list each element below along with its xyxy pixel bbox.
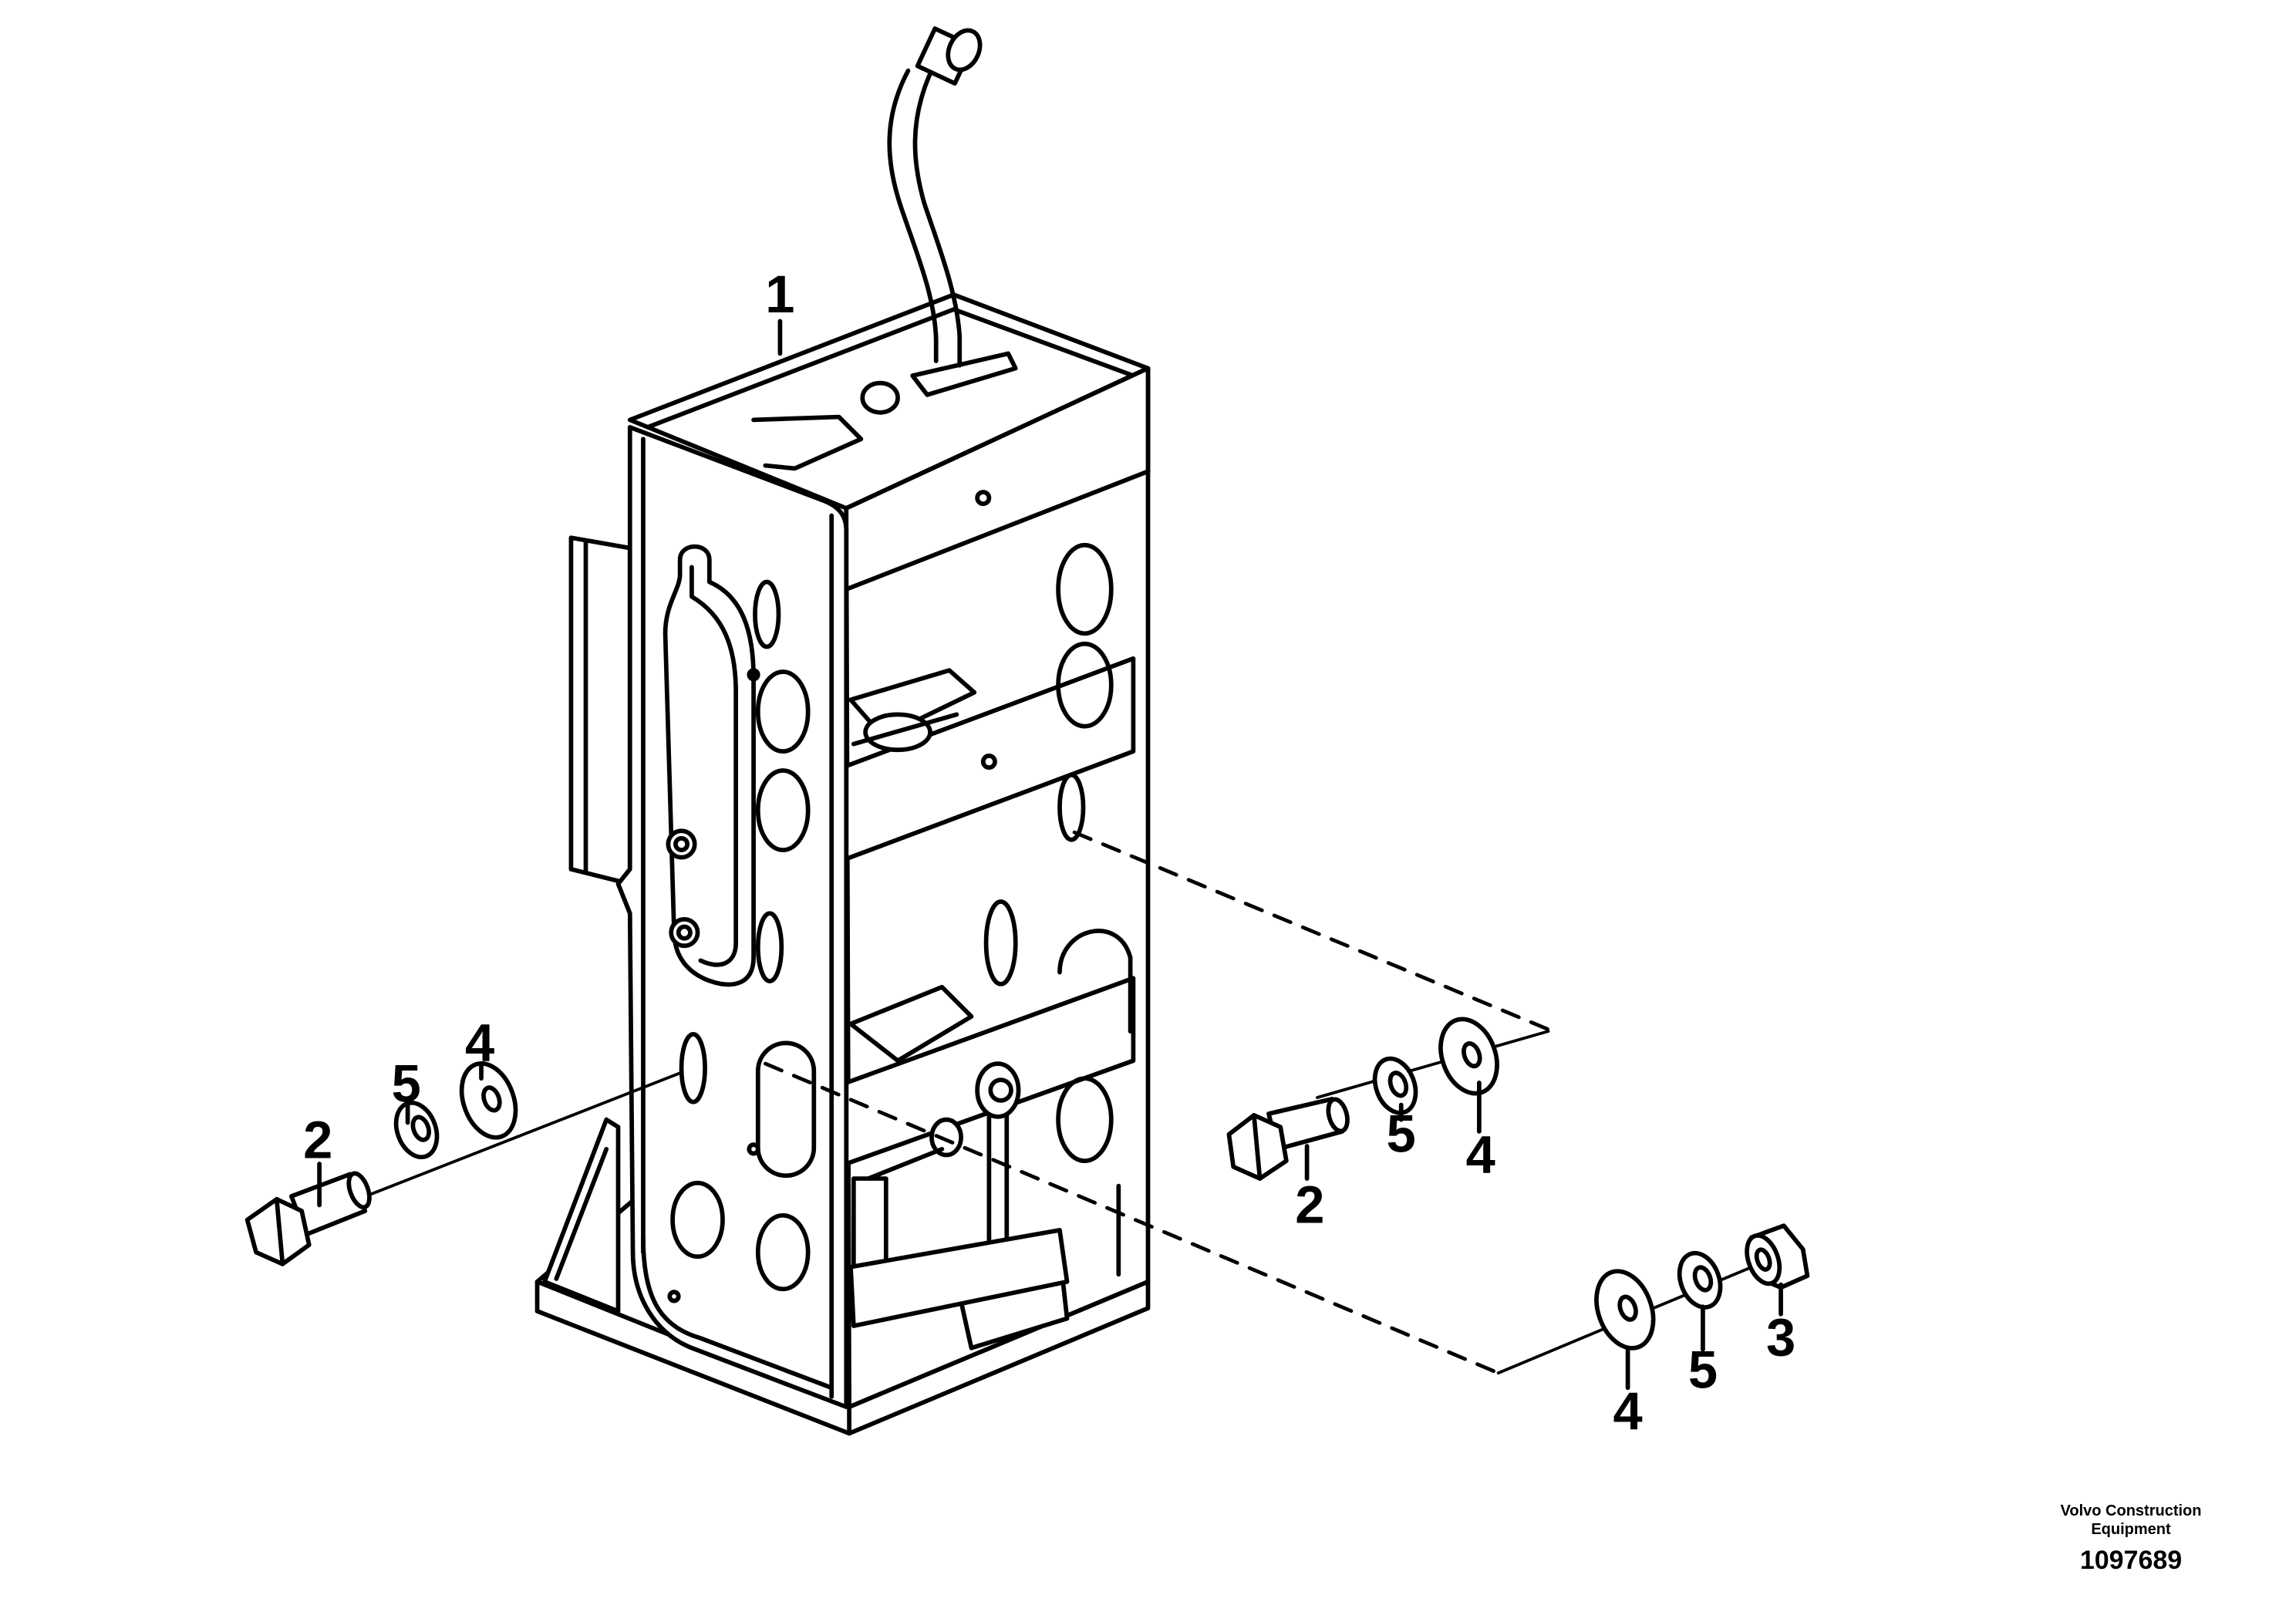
left-small-washer-hole xyxy=(410,1114,432,1142)
callout-left-bolt: 2 xyxy=(303,1110,332,1169)
actuator-base xyxy=(848,1228,1070,1328)
back-hole-3 xyxy=(1056,1076,1114,1164)
front-slot-mid xyxy=(755,911,784,983)
hose-fitting-nut xyxy=(946,28,983,73)
drawing-title-block: Volvo Construction Equipment 1097689 xyxy=(2015,1502,2247,1577)
top-clip xyxy=(860,380,900,415)
left-large-washer xyxy=(459,1061,518,1140)
callout-nut: 3 xyxy=(1766,1307,1795,1367)
right-center-line xyxy=(1316,1030,1550,1099)
callout-lower-large-washer: 4 xyxy=(1613,1381,1643,1441)
front-hole-3 xyxy=(670,1180,725,1259)
pedal-bolt-upper xyxy=(666,828,697,860)
inner-bracket-lower xyxy=(848,984,974,1064)
callout-left-large-washer: 4 xyxy=(465,1013,494,1072)
pedal-bolt-upper-center xyxy=(673,835,690,852)
left-large-washer-hole xyxy=(481,1085,502,1113)
lower-hardware-group xyxy=(1496,1223,1810,1391)
callout-lower-small-washer: 5 xyxy=(1688,1340,1718,1399)
top-flange-hole xyxy=(975,490,992,507)
housing-top-lip xyxy=(645,307,1136,430)
linkage-rod xyxy=(986,1095,1010,1247)
middle-bar-hole xyxy=(980,754,997,771)
front-hole-4 xyxy=(755,1212,811,1292)
callout-right-bolt: 2 xyxy=(1295,1175,1324,1234)
pedal-housing-assembly xyxy=(534,26,1151,1436)
lower-nut-hole xyxy=(1754,1247,1772,1272)
lower-large-washer xyxy=(1594,1269,1656,1351)
back-hole-1 xyxy=(1056,542,1114,636)
rod-lever xyxy=(866,1146,945,1181)
front-slot-top xyxy=(753,579,781,649)
right-small-washer-hole xyxy=(1387,1071,1409,1098)
rod-pivot xyxy=(929,1117,964,1158)
drawing-number: 1097689 xyxy=(2079,1546,2183,1575)
pedal-slot xyxy=(663,544,756,987)
pedal-bolt-lower xyxy=(669,917,700,949)
inner-shaft-upper xyxy=(851,712,959,747)
top-hose-grommet xyxy=(910,351,1018,397)
assembly-line-upper xyxy=(1072,830,1555,1034)
front-hole-2 xyxy=(755,768,811,852)
housing-front-face xyxy=(615,425,849,1409)
lower-nut-face xyxy=(1745,1233,1782,1286)
front-pin-hole-1 xyxy=(747,668,760,682)
front-hole-1 xyxy=(755,669,811,754)
manufacturer-name: Volvo Construction Equipment xyxy=(2060,1502,2202,1538)
lower-large-washer-hole xyxy=(1617,1294,1638,1322)
lower-small-washer-hole xyxy=(1692,1265,1714,1293)
right-large-washer-hole xyxy=(1462,1041,1482,1069)
callout-right-small-washer: 5 xyxy=(1387,1104,1416,1164)
back-large-opening xyxy=(1057,929,1133,1034)
right-small-washer xyxy=(1372,1056,1418,1115)
lower-small-washer xyxy=(1677,1250,1723,1310)
front-face-lower-curve xyxy=(641,1235,834,1391)
callout-housing: 1 xyxy=(765,265,794,324)
back-slot-1 xyxy=(1057,772,1086,842)
front-pin-hole-3 xyxy=(667,1290,681,1303)
assembly-line-lower xyxy=(763,1061,1501,1375)
back-hole-2 xyxy=(1056,641,1114,729)
rod-end-top xyxy=(975,1061,1021,1119)
front-slot-low xyxy=(679,1032,707,1104)
left-mounting-plate xyxy=(568,535,632,886)
left-hardware-group xyxy=(244,1061,683,1266)
right-large-washer xyxy=(1438,1017,1499,1096)
left-center-line xyxy=(334,1071,683,1210)
hose-inner xyxy=(912,71,963,368)
callout-left-small-washer: 5 xyxy=(392,1054,421,1114)
left-bolt-head-edge xyxy=(274,1196,285,1266)
top-slot xyxy=(751,414,864,471)
side-gusset-inner xyxy=(554,1146,609,1281)
callout-right-large-washer: 4 xyxy=(1466,1125,1495,1184)
pedal-slot-inner xyxy=(689,565,739,967)
right-hardware-group xyxy=(1226,1017,1550,1181)
pedal-bolt-lower-center xyxy=(676,924,693,941)
rod-end-top-pin xyxy=(988,1077,1013,1103)
front-oval-large xyxy=(755,1040,817,1179)
left-bolt-tip xyxy=(346,1171,372,1210)
front-pin-hole-2 xyxy=(747,1142,760,1156)
back-slot-2 xyxy=(983,899,1018,986)
right-bolt-tip xyxy=(1326,1097,1350,1134)
hose-outer xyxy=(887,68,939,363)
right-bolt-head-edge xyxy=(1252,1113,1263,1181)
